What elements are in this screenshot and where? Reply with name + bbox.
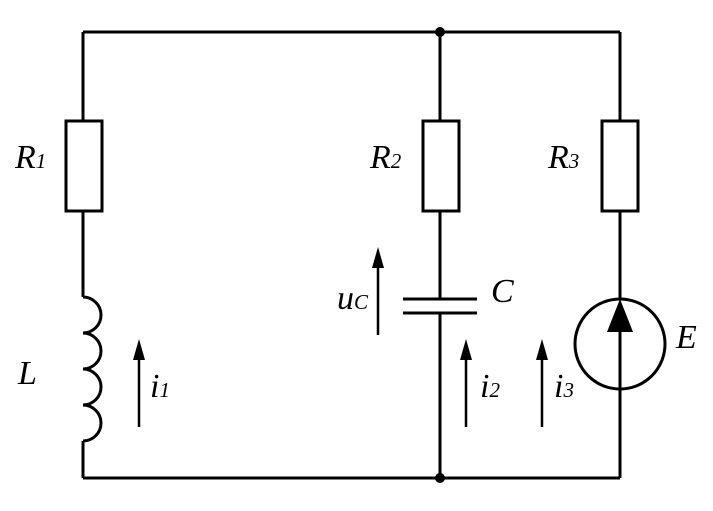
voltage-source-e (573, 297, 667, 391)
arrow-i1 (133, 339, 145, 427)
resistor-r1 (64, 119, 104, 213)
inductor-l (82, 295, 103, 443)
label-inductor: L (17, 355, 37, 392)
label-r3: R3 (547, 139, 579, 176)
resistor-r2 (421, 119, 461, 213)
label-i3: i3 (554, 368, 574, 405)
label-source: E (675, 319, 697, 356)
capacitor-c (403, 297, 477, 315)
resistor-r3 (600, 119, 640, 213)
label-uc: uC (337, 280, 369, 317)
arrow-i2 (460, 339, 472, 427)
label-i1: i1 (150, 368, 170, 405)
label-r1: R1 (14, 139, 46, 176)
junction-top (435, 27, 445, 37)
arrow-i3 (536, 339, 548, 427)
arrow-uc (372, 247, 384, 335)
junction-bottom (435, 473, 445, 483)
source-arrowhead (607, 299, 633, 332)
wires (81, 30, 622, 480)
label-i2: i2 (480, 368, 500, 405)
label-r2: R2 (369, 139, 402, 176)
label-capacitor: C (491, 273, 514, 310)
